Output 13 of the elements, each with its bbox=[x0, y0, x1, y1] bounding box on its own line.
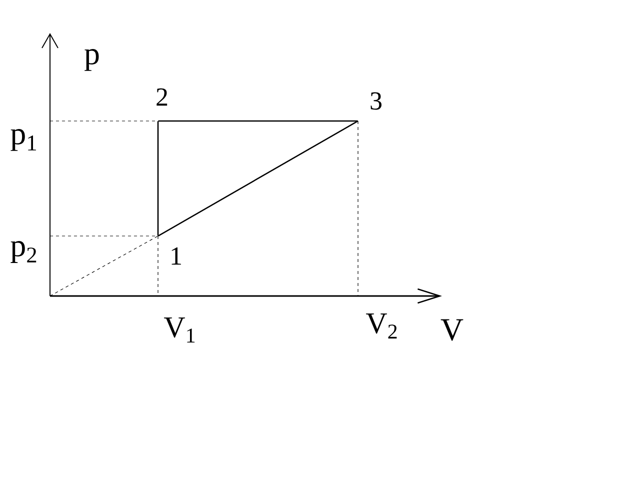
process-line bbox=[157, 121, 159, 236]
axis-label: p bbox=[84, 49, 99, 71]
axis-label: V$_{1}$ bbox=[164, 318, 195, 342]
state-point: 1 bbox=[172, 247, 181, 265]
axis-label: V$_{2}$ bbox=[366, 314, 397, 338]
axis-label: V bbox=[440, 319, 464, 341]
process-line bbox=[158, 120, 358, 122]
axis-label: p$_{1}$ bbox=[10, 129, 36, 151]
state-point: 2 bbox=[156, 88, 168, 106]
process-line bbox=[158, 120, 358, 236]
process-line bbox=[50, 236, 158, 296]
axis-label: p$_{2}$ bbox=[10, 241, 36, 263]
state-point: 3 bbox=[370, 92, 382, 110]
